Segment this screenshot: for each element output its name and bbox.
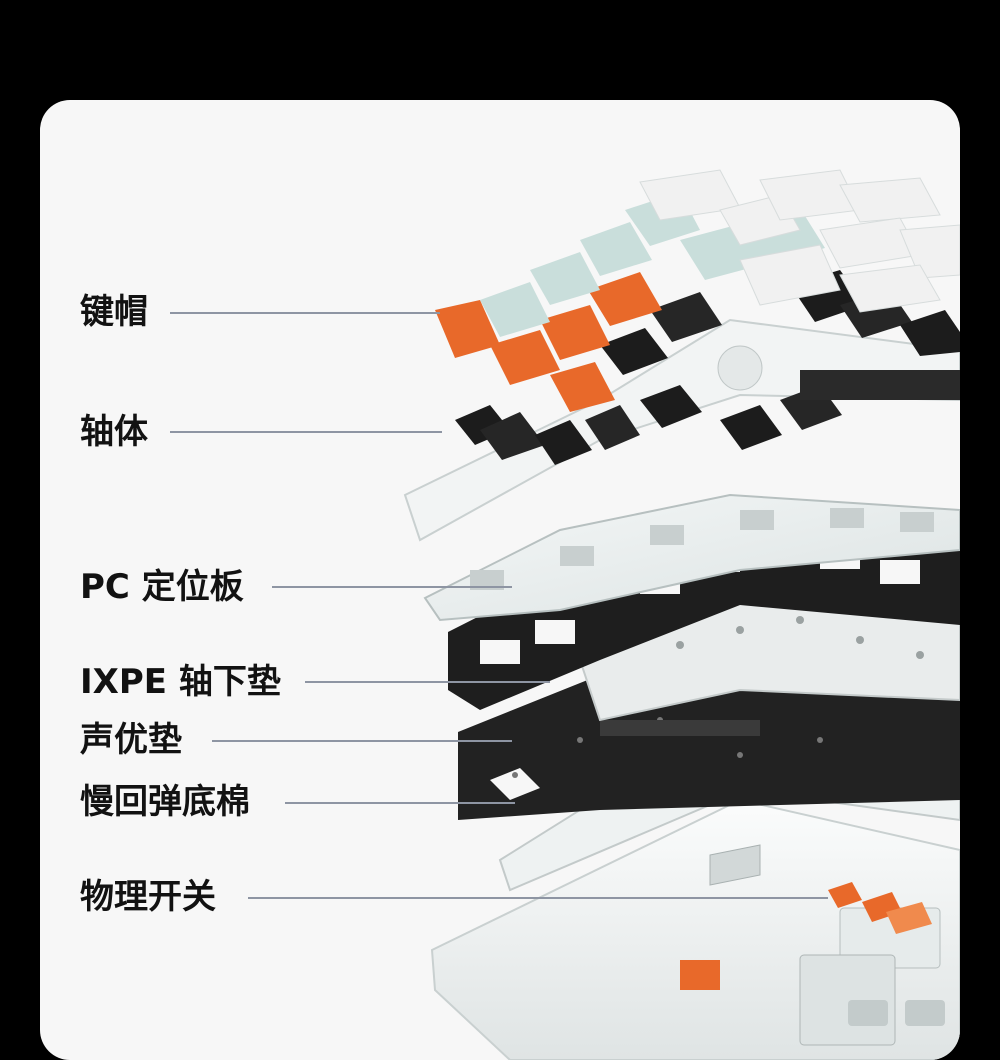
pc-plate-layer — [423, 493, 960, 622]
label-physical-switch: 物理开关 — [80, 877, 216, 917]
label-keycaps: 键帽 — [80, 292, 148, 332]
exploded-view-card: 键帽 轴体 PC 定位板 IXPE 轴下垫 声优垫 慢回弹底棉 物理开关 — [40, 100, 960, 1060]
bottom-foam-layer — [458, 675, 960, 820]
leader-line-sound-pad — [212, 740, 512, 742]
label-switches: 轴体 — [80, 412, 148, 452]
leader-line-pc-plate — [272, 586, 512, 588]
label-ixpe-pad: IXPE 轴下垫 — [80, 662, 281, 702]
label-pc-plate: PC 定位板 — [80, 567, 244, 607]
leader-line-foam — [285, 802, 515, 804]
label-foam: 慢回弹底棉 — [80, 782, 250, 822]
leader-line-switches — [170, 431, 442, 433]
keyboard-exploded-illustration — [403, 169, 960, 1060]
physical-switch-part — [680, 882, 932, 990]
leader-line-ixpe-pad — [305, 681, 550, 683]
leader-line-keycaps — [170, 312, 440, 314]
leader-line-physical-switch — [248, 897, 828, 899]
keycap-cluster — [435, 169, 960, 412]
label-sound-pad: 声优垫 — [80, 720, 182, 760]
page: 键帽 轴体 PC 定位板 IXPE 轴下垫 声优垫 慢回弹底棉 物理开关 — [40, 100, 960, 1060]
